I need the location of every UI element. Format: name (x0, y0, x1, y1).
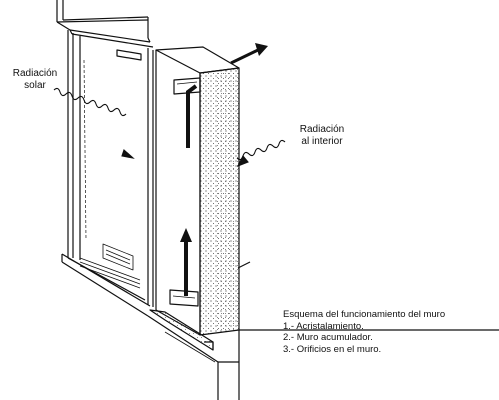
glazing-frame (67, 30, 154, 307)
legend: Esquema del funcionamiento del muro 1.- … (283, 309, 497, 355)
legend-title: Esquema del funcionamiento del muro (283, 309, 446, 320)
interior-label-line1: Radiación (299, 124, 345, 135)
legend-item-1: 1.- Acristalamiento. (283, 320, 364, 332)
solar-label-line1: Radiación (12, 68, 58, 79)
solar-label-line2: solar (24, 80, 46, 91)
sill (61, 253, 499, 400)
air-flow-arrows (180, 43, 268, 296)
upper-vent (173, 77, 201, 95)
interior-radiation-ray (236, 139, 286, 168)
top-frame (56, 0, 154, 48)
interior-label-line2: al interior (301, 136, 343, 147)
lower-vent (169, 289, 199, 307)
solar-radiation-ray (53, 87, 135, 159)
solar-radiation-label: Radiación solar (0, 68, 70, 92)
interior-radiation-label: Radiación al interior (282, 124, 362, 148)
legend-item-3: 3.- Orificios en el muro. (283, 343, 382, 355)
legend-item-2: 2.- Muro acumulador. (283, 332, 373, 343)
floor-vent-slots (79, 243, 141, 289)
accumulator-wall (155, 46, 240, 336)
